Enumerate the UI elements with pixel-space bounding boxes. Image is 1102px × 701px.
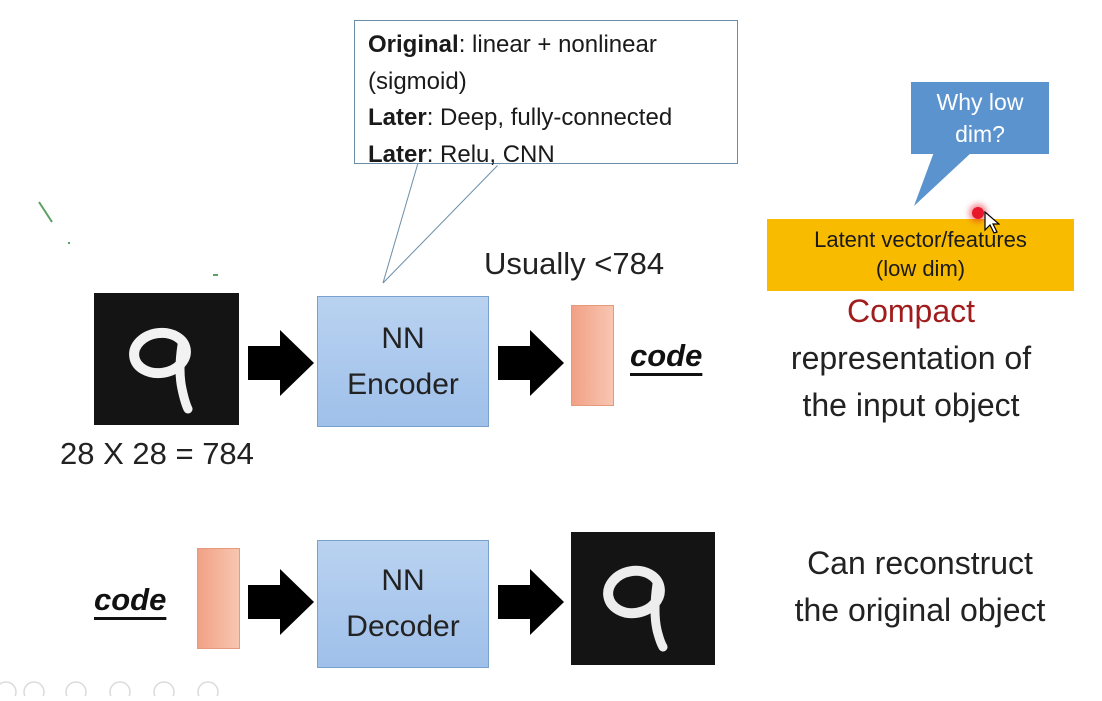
input-size-label: 28 X 28 = 784 (60, 436, 254, 471)
encoder-notes-callout: Original: linear + nonlinear (sigmoid) L… (354, 20, 738, 168)
why-low-dim-bubble: Why low dim? (911, 82, 1049, 154)
code-label: code (630, 338, 703, 373)
nn-encoder-box: NN Encoder (317, 296, 489, 427)
input-digit-image (94, 293, 239, 425)
usually-label: Usually <784 (484, 246, 665, 281)
code-label-bottom: code (94, 582, 167, 617)
output-digit-image (571, 532, 715, 665)
latent-vector-box: Latent vector/features (low dim) (767, 219, 1074, 291)
nn-decoder-box: NN Decoder (317, 540, 489, 668)
compact-description: Compact representation of the input obje… (770, 288, 1052, 429)
arrow-right-icon (248, 569, 314, 635)
stray-mark (38, 201, 53, 223)
reconstruct-description: Can reconstruct the original object (794, 545, 1046, 628)
play-icon (23, 681, 45, 701)
arrow-right-icon (248, 330, 314, 396)
later-label-2: Later (368, 140, 427, 168)
compact-word: Compact (846, 293, 976, 329)
mouse-cursor-icon (984, 211, 1000, 234)
more-icon (197, 681, 219, 701)
slides-icon (109, 681, 131, 701)
laser-pointer (972, 207, 984, 219)
prev-icon (0, 681, 17, 701)
slideshow-toolbar (0, 676, 240, 701)
pen-icon (65, 681, 87, 701)
arrow-right-icon (498, 330, 564, 396)
arrow-right-icon (498, 569, 564, 635)
code-vector-bar (571, 305, 614, 406)
later-label: Later (368, 104, 427, 131)
code-vector-bar-bottom (197, 548, 240, 649)
zoom-icon (153, 681, 175, 701)
original-label: Original (368, 31, 459, 58)
